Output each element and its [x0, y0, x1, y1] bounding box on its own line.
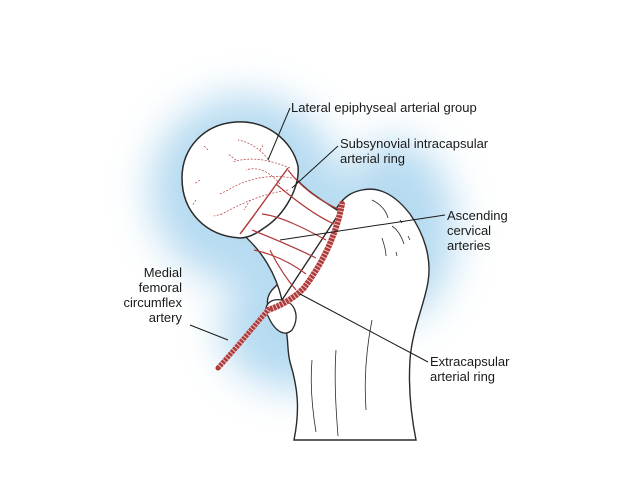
leader-lines [189, 107, 446, 363]
femoral-head [181, 121, 299, 239]
label-ascending-cervical: Ascending cervical arteries [447, 208, 508, 253]
extracapsular-ring-hatch [267, 203, 345, 313]
leader-lateral [267, 107, 291, 161]
leader-subsynovial [291, 145, 339, 189]
label-extracapsular-ring: Extracapsular arterial ring [430, 354, 510, 384]
medial-circumflex-artery [215, 307, 271, 371]
ascending-cervical-arteries [251, 169, 341, 291]
leader-extracapsular [299, 293, 429, 363]
trochanter-texture [310, 199, 411, 437]
label-subsynovial-ring: Subsynovial intracapsular arterial ring [340, 136, 489, 166]
leader-ascending [279, 214, 446, 241]
label-lateral-epiphyseal: Lateral epiphyseal arterial group [291, 100, 477, 115]
subsynovial-ring [239, 167, 289, 235]
leader-medial [189, 324, 229, 341]
label-medial-circumflex: Medial femoral circumflex artery [123, 265, 182, 325]
